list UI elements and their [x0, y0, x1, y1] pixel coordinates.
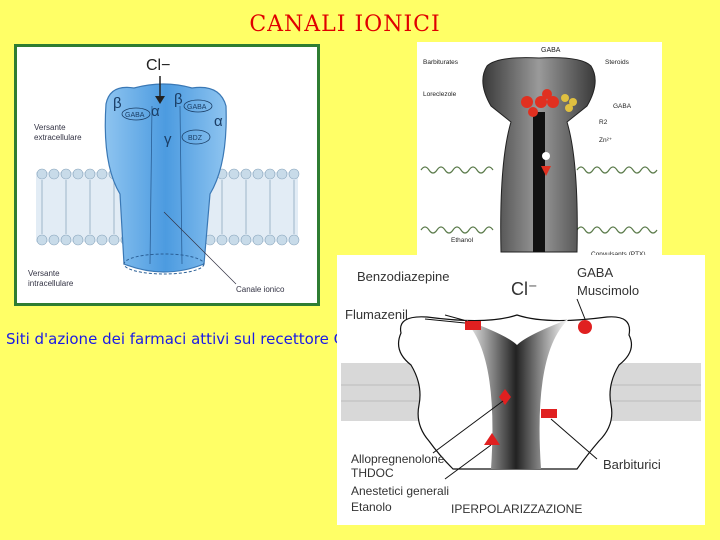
subunit-beta-1: β — [113, 95, 122, 112]
chloride-ion-label: Cl⁻ — [511, 279, 538, 299]
zinc-label: Zn²⁺ — [599, 137, 613, 144]
leader-lines — [424, 298, 598, 480]
ion-channel-label: Canale ionico — [236, 285, 285, 294]
channel-pore — [463, 319, 569, 469]
subunit-alpha-1: α — [151, 103, 160, 120]
page-title: CANALI IONICI — [249, 12, 441, 37]
intracellular-label-line-1: Versante — [28, 269, 60, 278]
membrane-top — [420, 166, 658, 234]
subunit-alpha-2: α — [214, 113, 223, 130]
convulsants-label: Convulsants (PTX) — [591, 251, 646, 258]
bdz-binding-site: BDZ — [188, 135, 203, 142]
benzodiazepine-label: Benzodiazepine — [357, 269, 450, 284]
steroids-label: Steroids — [605, 59, 630, 66]
barbiturici-label: Barbiturici — [603, 457, 661, 472]
loreclezole-label: Loreclezole — [423, 91, 457, 98]
gaba-binding-site-2: GABA — [187, 104, 207, 111]
chloride-ion-label: Cl− — [146, 57, 170, 74]
gaba-channel-drug-sites-diagram: Cl⁻ Benzodiazepine GABA Muscimolo Flumaz… — [337, 255, 705, 525]
intracellular-label-line-2: intracellulare — [28, 279, 74, 288]
subunit-beta-2: β — [174, 91, 183, 108]
anestetici-label: Anestetici generali — [351, 484, 449, 498]
etanolo-label: Etanolo — [351, 500, 392, 514]
gaba-site-marker — [578, 320, 592, 334]
barbiturates-label: Barbiturates — [423, 59, 459, 66]
ethanol-label: Ethanol — [451, 237, 474, 244]
gaba-site-label: GABA — [613, 103, 632, 110]
thdoc-label: THDOC — [351, 466, 394, 480]
iperpolarizzazione-label: IPERPOLARIZZAZIONE — [451, 502, 582, 516]
flumazenil-site-marker — [465, 321, 481, 330]
r2-label: R2 — [599, 119, 608, 126]
extracellular-label-line-2: extracellulare — [34, 133, 82, 142]
flumazenil-label: Flumazenil — [345, 307, 408, 322]
figure-caption: Siti d'azione dei farmaci attivi sul rec… — [6, 330, 377, 348]
binding-site-markers — [521, 89, 559, 176]
extracellular-label-line-1: Versante — [34, 123, 66, 132]
muscimolo-label: Muscimolo — [577, 283, 639, 298]
gaba-label: GABA — [577, 265, 613, 280]
gaba-binding-site-1: GABA — [125, 112, 145, 119]
allopregnenolone-label: Allopregnenolone — [351, 452, 445, 466]
gaba-receptor-membrane-diagram: Cl− β α β α γ GABA GABA BDZ Versante ext… — [14, 44, 320, 306]
gaba-receptor-binding-sites-diagram: GABA Barbiturates Steroids Loreclezole G… — [417, 42, 662, 260]
anestetici-site-marker — [484, 433, 500, 445]
gaba-top-label: GABA — [541, 47, 561, 54]
barbiturici-site-marker — [541, 409, 557, 418]
subunit-gamma: γ — [164, 131, 172, 148]
allopregnenolone-site-marker — [499, 389, 511, 405]
ion-channel — [104, 83, 227, 273]
